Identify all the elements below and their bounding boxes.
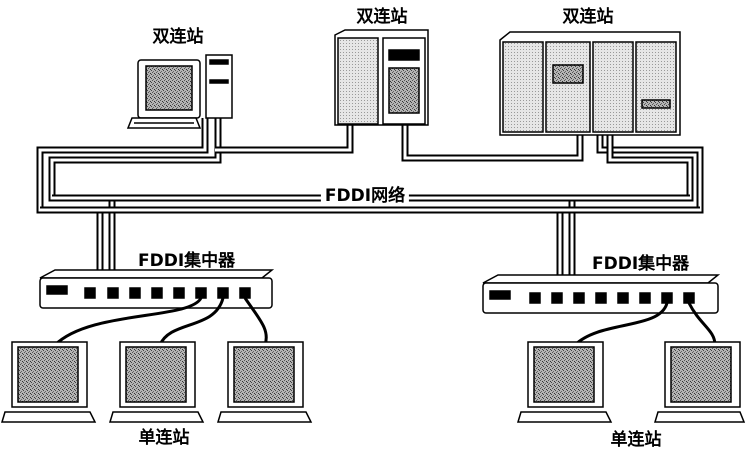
monitor-icon xyxy=(108,341,205,423)
dual-station-label: 双连站 xyxy=(562,7,614,27)
monitor-icon xyxy=(516,341,613,423)
hub-concentrator-icon xyxy=(39,269,275,309)
single-station-label: 单连站 xyxy=(610,430,662,450)
dual-station-label: 双连站 xyxy=(356,7,408,27)
monitor-icon xyxy=(0,341,97,423)
server-cabinet-icon xyxy=(334,29,429,126)
hub-concentrator-icon xyxy=(482,274,721,314)
concentrator-label: FDDI集中器 xyxy=(138,251,236,271)
desktop-computer-icon xyxy=(126,54,233,129)
single-station-label: 单连站 xyxy=(138,428,190,448)
network-label: FDDI网络 xyxy=(320,188,410,205)
server-cabinet-icon xyxy=(499,31,681,136)
dual-station-label: 双连站 xyxy=(152,27,204,47)
monitor-icon xyxy=(653,341,746,423)
concentrator-label: FDDI集中器 xyxy=(592,254,690,274)
monitor-icon xyxy=(216,341,313,423)
